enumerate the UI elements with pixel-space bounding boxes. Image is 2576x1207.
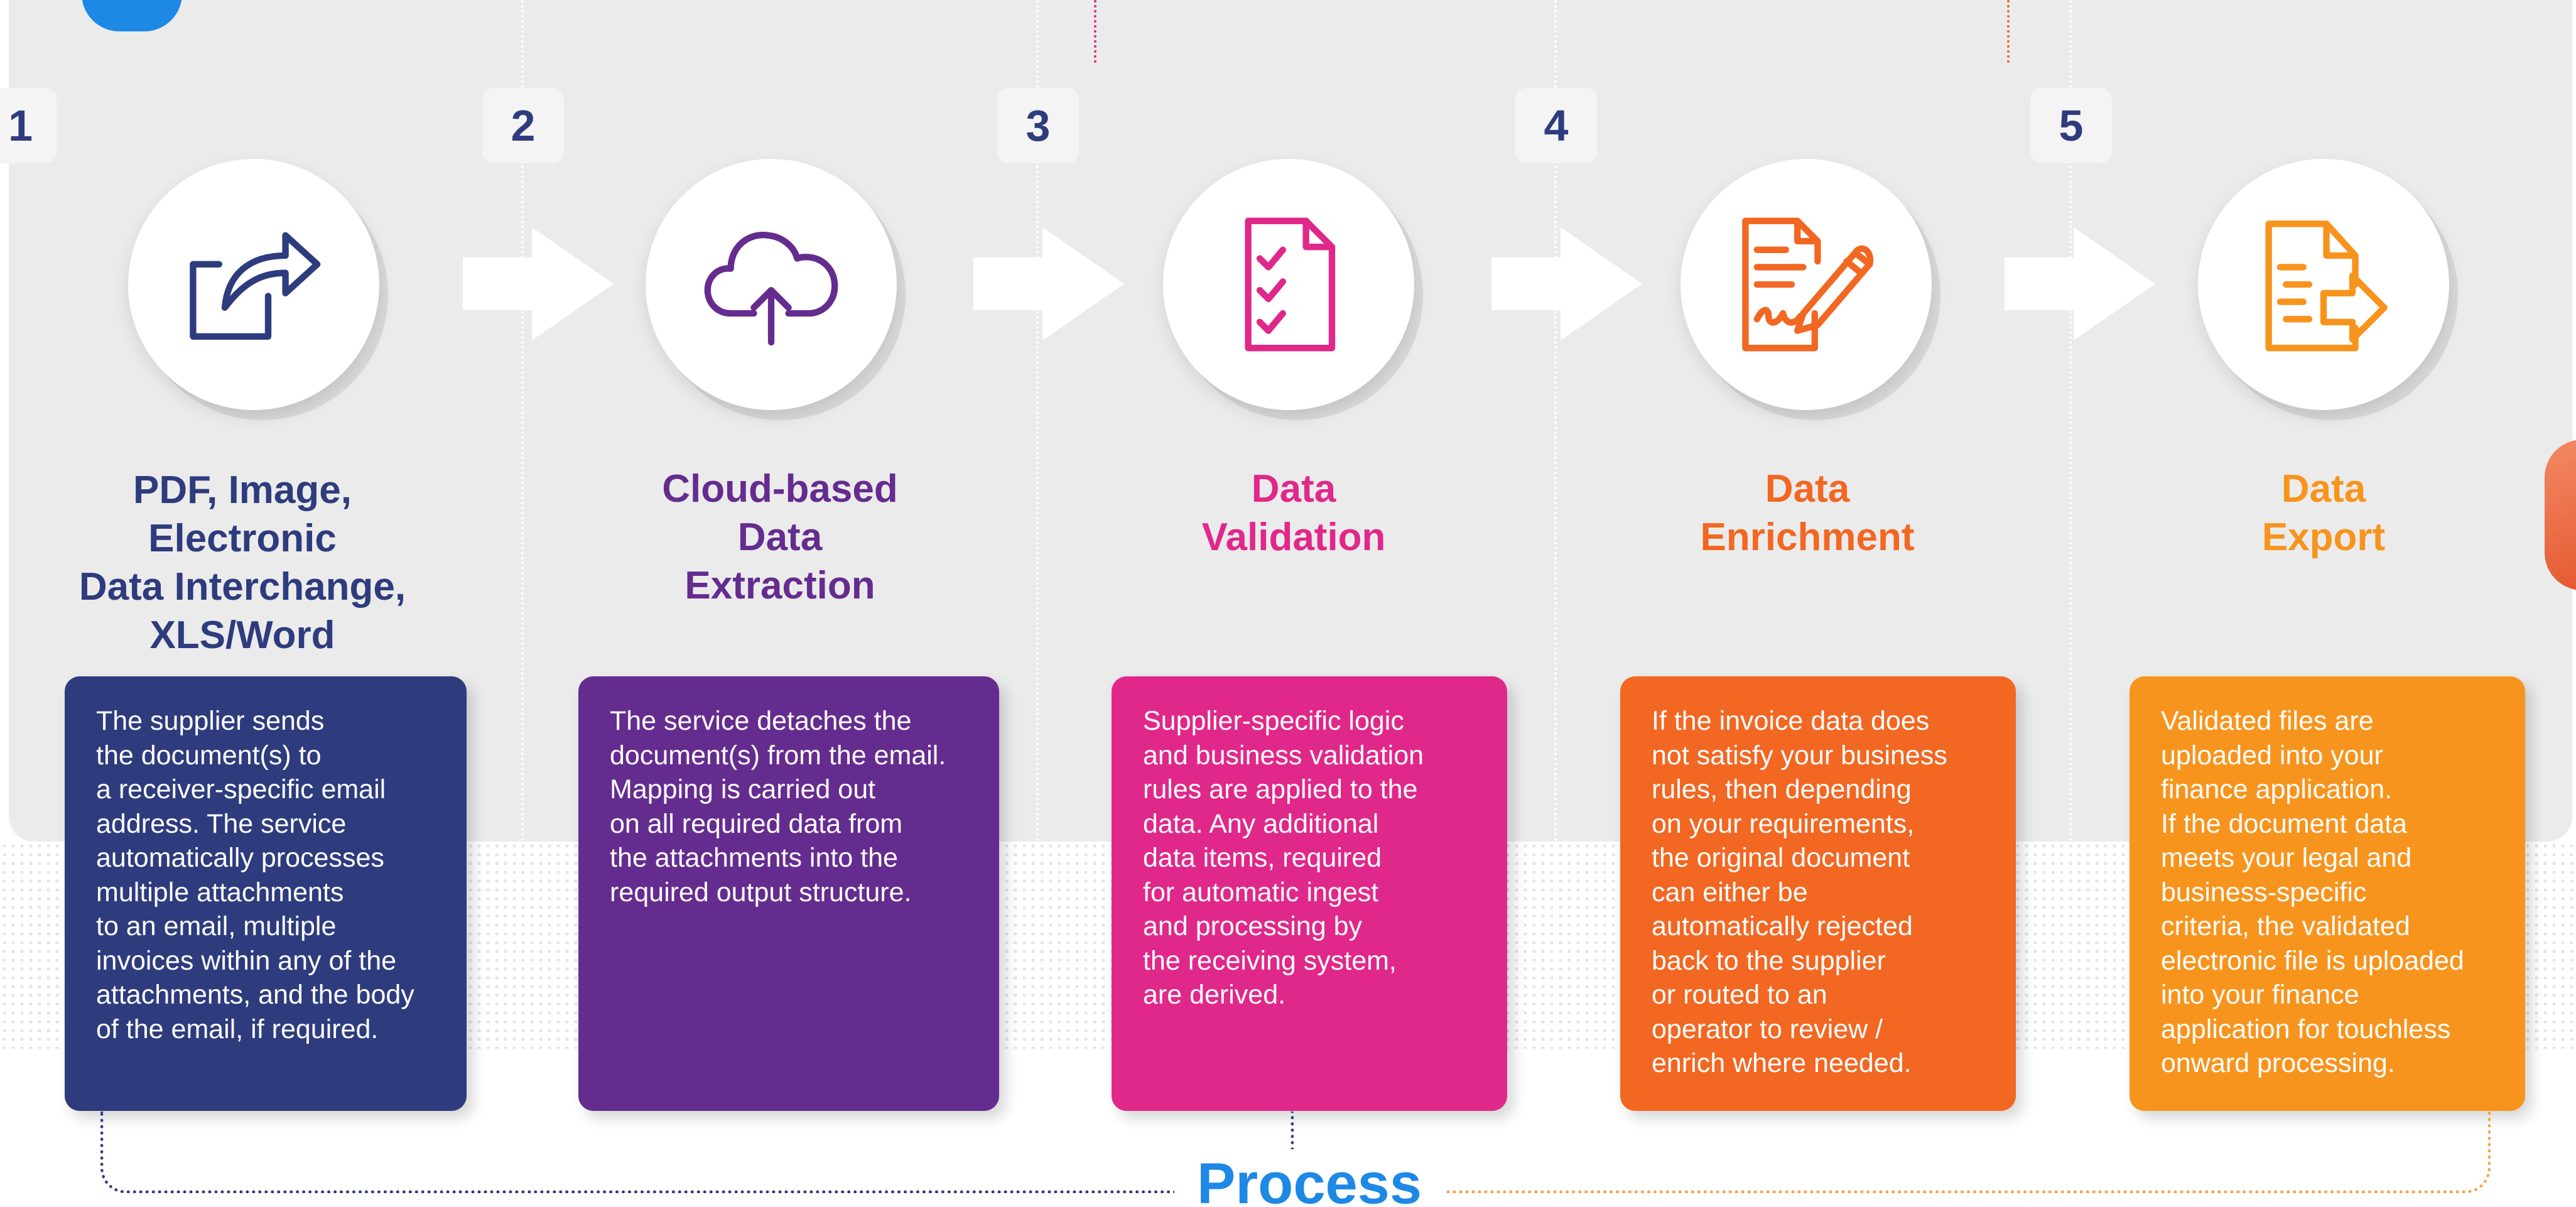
side-decoration-shape xyxy=(2545,440,2576,590)
process-label: Process xyxy=(1174,1149,1444,1207)
step-icon-circle xyxy=(1680,159,1932,410)
process-bracket-right xyxy=(1294,1112,2491,1193)
flow-arrow-icon xyxy=(2005,227,2155,340)
document-export-icon xyxy=(2265,220,2388,352)
share-export-icon xyxy=(190,232,321,340)
step-number-badge: 1 xyxy=(0,88,57,163)
document-sign-pen-icon xyxy=(1742,217,1874,352)
top-tick-mark xyxy=(2007,0,2010,63)
column-separator xyxy=(1036,0,1039,842)
step-icon-circle xyxy=(128,159,379,410)
checklist-document-icon xyxy=(1245,217,1336,352)
step-icon-circle xyxy=(1163,159,1414,410)
flow-arrow-icon xyxy=(1491,227,1642,340)
step-number-badge: 5 xyxy=(2030,88,2112,163)
top-tick-mark xyxy=(1094,0,1096,63)
cloud-upload-icon xyxy=(704,232,838,346)
step-number-badge: 4 xyxy=(1515,88,1597,163)
step-number-badge: 3 xyxy=(997,88,1079,163)
column-separator xyxy=(521,0,524,842)
column-separator xyxy=(2069,0,2072,842)
process-bracket-left xyxy=(100,1112,1294,1193)
flow-arrow-icon xyxy=(973,227,1124,340)
flow-arrow-icon xyxy=(463,227,614,340)
column-separator xyxy=(1554,0,1557,842)
step-number-badge: 2 xyxy=(482,88,564,163)
step-icon-circle xyxy=(646,159,897,410)
step-icon-circle xyxy=(2198,159,2449,410)
